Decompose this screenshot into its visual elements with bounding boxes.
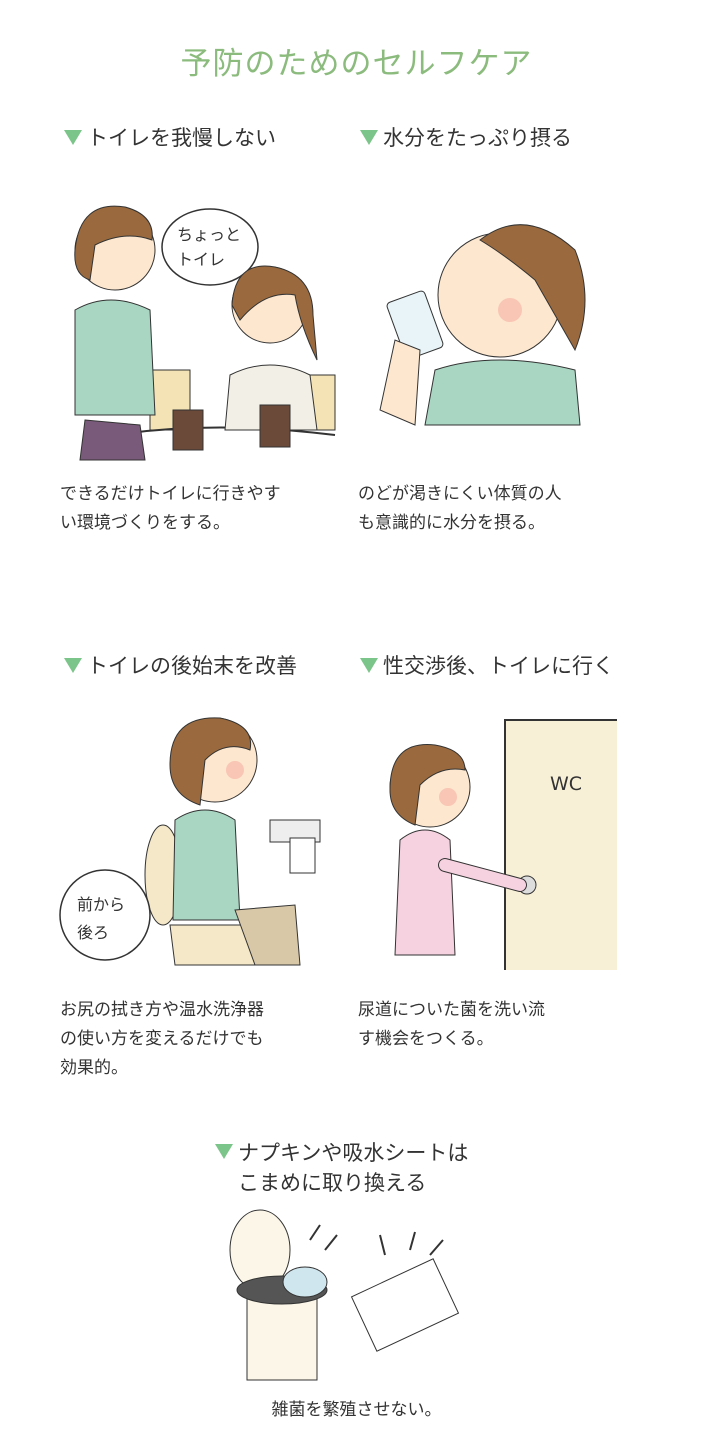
triangle-bullet-icon <box>64 129 82 145</box>
illustration-go-to-toilet: WC <box>389 719 617 970</box>
speech-bubble-line1: ちょっと <box>177 225 241 244</box>
section-heading-drink-water: 水分をたっぷり摂る <box>360 122 572 152</box>
illustration-drinking-water <box>379 224 586 426</box>
triangle-bullet-icon <box>360 657 378 673</box>
section-caption: 尿道についた菌を洗い流 す機会をつくる。 <box>358 996 545 1054</box>
caption-line: 雑菌を繁殖させない。 <box>271 1400 442 1420</box>
speech-bubble-line2: トイレ <box>177 250 225 269</box>
heading-text: 性交渉後、トイレに行く <box>383 654 614 678</box>
caption-line: 尿道についた菌を洗い流 <box>358 1000 545 1020</box>
caption-line: の使い方を変えるだけでも <box>60 1029 264 1049</box>
heading-text: こまめに取り換える <box>238 1171 427 1195</box>
section-heading-change-pads: ナプキンや吸水シートは こまめに取り換える <box>215 1138 468 1198</box>
speech-bubble-line2: 後ろ <box>77 923 109 942</box>
caption-line: も意識的に水分を摂る。 <box>358 513 545 533</box>
triangle-bullet-icon <box>64 657 82 673</box>
heading-text: 水分をたっぷり摂る <box>383 126 572 150</box>
page-title: 予防のためのセルフケア <box>180 46 533 82</box>
section-caption: お尻の拭き方や温水洗浄器 の使い方を変えるだけでも 効果的。 <box>60 996 264 1083</box>
triangle-bullet-icon <box>215 1144 233 1159</box>
section-caption: 雑菌を繁殖させない。 <box>0 1396 713 1425</box>
illustration-pad-disposal <box>229 1209 460 1381</box>
caption-line: す機会をつくる。 <box>358 1029 494 1049</box>
caption-line: のどが渇きにくい体質の人 <box>358 484 562 504</box>
section-caption: のどが渇きにくい体質の人 も意識的に水分を摂る。 <box>358 480 562 538</box>
triangle-bullet-icon <box>360 129 378 145</box>
speech-bubble-line1: 前から <box>77 895 125 914</box>
section-caption: できるだけトイレに行きやす い環境づくりをする。 <box>60 480 281 538</box>
section-heading-hold-toilet: トイレを我慢しない <box>64 122 276 152</box>
heading-text: トイレの後始末を改善 <box>87 654 297 678</box>
door-label: WC <box>550 773 582 795</box>
section-heading-after-intercourse: 性交渉後、トイレに行く <box>360 650 614 680</box>
caption-line: お尻の拭き方や温水洗浄器 <box>60 1000 264 1020</box>
caption-line: い環境づくりをする。 <box>60 513 230 533</box>
heading-text: トイレを我慢しない <box>87 126 276 150</box>
caption-line: できるだけトイレに行きやす <box>60 484 281 504</box>
heading-text: ナプキンや吸水シートは <box>238 1141 469 1165</box>
caption-line: 効果的。 <box>60 1058 128 1078</box>
section-heading-toilet-hygiene: トイレの後始末を改善 <box>64 650 297 680</box>
illustration-toilet-hygiene: 前から 後ろ <box>59 717 321 966</box>
illustration-toilet-break: ちょっと トイレ <box>74 205 336 461</box>
